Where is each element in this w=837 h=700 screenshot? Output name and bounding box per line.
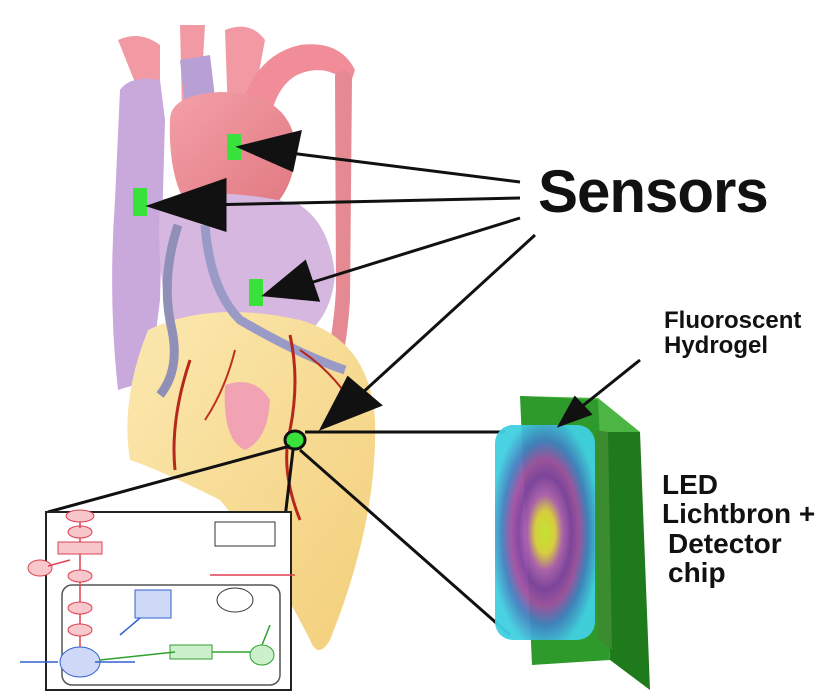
vena-cava xyxy=(112,78,165,390)
chip-label-line1: LED xyxy=(662,469,718,500)
chip-label-line3: Detector xyxy=(668,527,782,559)
connector-lines xyxy=(47,430,511,637)
chip-label: LED Lichtbron + Detector chip xyxy=(662,470,815,588)
metabolic-pathway-inset xyxy=(20,509,295,691)
hydrogel-label: Fluoroscent Hydrogel xyxy=(664,307,802,360)
sensor-patch-1 xyxy=(227,134,241,160)
sensor-patch-3 xyxy=(249,279,263,306)
sensor-patches xyxy=(133,134,307,451)
inset-mito-box xyxy=(61,584,281,686)
coronary-artery-1 xyxy=(285,334,302,521)
sensor-patch-2 xyxy=(133,188,147,216)
pathway-links xyxy=(20,522,295,663)
chip-label-line2: Lichtbron + xyxy=(662,498,816,530)
catheter-tube-1 xyxy=(156,223,183,398)
sensors-label: Sensors xyxy=(538,158,769,225)
hydrogel-label-line1: Fluoroscent xyxy=(664,307,802,334)
chip-edge xyxy=(595,430,612,650)
fluorescent-hydrogel-pad xyxy=(495,425,595,640)
chip-label-line4: chip xyxy=(668,557,726,589)
coronary-artery-2 xyxy=(172,359,192,471)
hydrogel-arrow xyxy=(556,358,641,428)
myocardium-patch xyxy=(224,382,270,450)
detector-chip xyxy=(495,396,650,690)
sensor-arrows xyxy=(145,129,537,431)
heart-illustration xyxy=(112,25,376,650)
ventricles xyxy=(127,312,376,650)
catheter-tube-2 xyxy=(200,224,347,375)
coronary-artery-4 xyxy=(204,349,236,421)
pathway-nodes xyxy=(27,509,276,678)
hydrogel-label-line2: Hydrogel xyxy=(664,332,769,360)
sensor-patch-4 xyxy=(283,429,307,451)
